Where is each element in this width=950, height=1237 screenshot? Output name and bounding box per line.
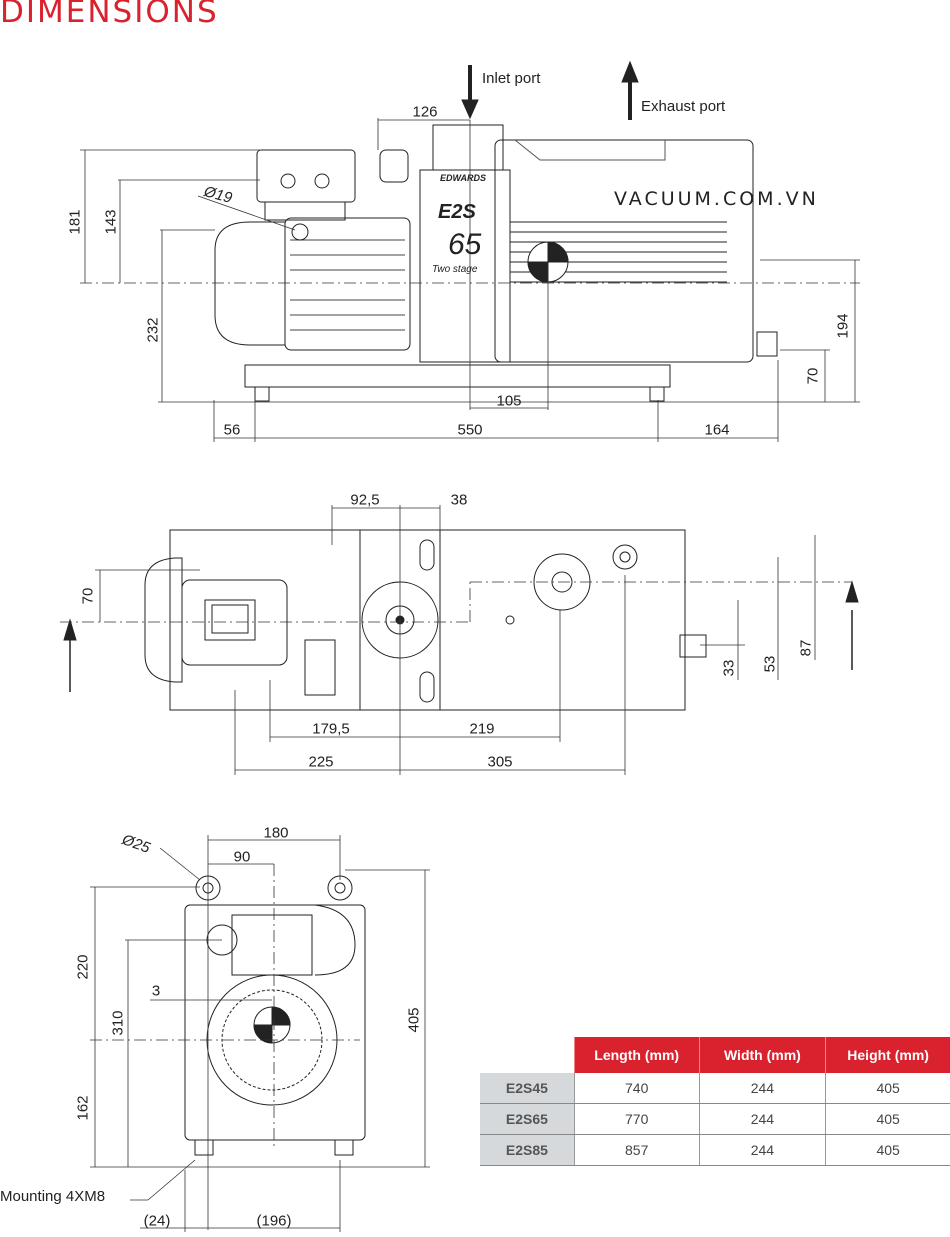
length-cell: 740 [573, 1073, 700, 1104]
top-view-dimension-lines [60, 505, 852, 775]
dim-56: 56 [223, 421, 241, 439]
dim-219: 219 [469, 720, 495, 738]
side-view-pump [214, 60, 778, 402]
model-cell: E2S85 [480, 1134, 575, 1166]
dim-550: 550 [457, 421, 483, 439]
exhaust-port-label: Exhaust port [641, 98, 726, 115]
dim-181: 181 [66, 209, 84, 235]
mounting-label: Mounting 4XM8 [0, 1188, 106, 1205]
width-cell: 244 [698, 1103, 826, 1135]
dim-105: 105 [496, 392, 522, 410]
header-length: Length (mm) [573, 1037, 700, 1073]
length-cell: 770 [573, 1103, 700, 1135]
top-view-pump [63, 529, 859, 711]
subtitle-logo: Two stage [432, 264, 478, 275]
dim-24: (24) [143, 1212, 171, 1230]
width-cell: 244 [698, 1134, 826, 1166]
dim-162: 162 [74, 1095, 92, 1121]
header-width: Width (mm) [698, 1037, 826, 1073]
dim-126: 126 [412, 103, 438, 121]
dim-33: 33 [720, 659, 738, 677]
size-logo: 65 [448, 228, 482, 261]
length-cell: 857 [573, 1134, 700, 1166]
dim-225: 225 [308, 753, 334, 771]
dim-53: 53 [761, 655, 779, 673]
side-view-dimension-lines [80, 118, 860, 442]
dim-220: 220 [74, 954, 92, 980]
dim-179-5: 179,5 [312, 720, 350, 738]
model-logo: E2S [438, 201, 476, 223]
page-title: DIMENSIONS [0, 0, 219, 30]
dim-196: (196) [256, 1212, 292, 1230]
watermark: VACUUM.COM.VN [614, 188, 819, 210]
dim-92-5: 92,5 [350, 491, 380, 509]
end-view-dimension-lines [90, 835, 430, 1232]
width-cell: 244 [698, 1073, 826, 1104]
model-cell: E2S45 [480, 1073, 575, 1104]
table-row: E2S85 857 244 405 [480, 1134, 950, 1166]
dim-164: 164 [704, 421, 730, 439]
dim-232: 232 [144, 317, 162, 343]
dim-3: 3 [151, 982, 161, 1000]
dim-70-top: 70 [79, 587, 97, 605]
dim-87: 87 [797, 639, 815, 657]
height-cell: 405 [825, 1073, 950, 1104]
table-row: E2S45 740 244 405 [480, 1073, 950, 1104]
dim-143: 143 [102, 209, 120, 235]
dim-194: 194 [834, 313, 852, 339]
table-row: E2S65 770 244 405 [480, 1103, 950, 1135]
dim-310: 310 [109, 1010, 127, 1036]
brand-logo: EDWARDS [440, 173, 487, 183]
dim-70: 70 [804, 367, 822, 385]
height-cell: 405 [825, 1134, 950, 1166]
end-view-pump [184, 875, 366, 1156]
table-header-row: Length (mm) Width (mm) Height (mm) [480, 1037, 950, 1073]
dim-90: 90 [233, 848, 251, 866]
dim-405: 405 [405, 1007, 423, 1033]
dimensions-table: Length (mm) Width (mm) Height (mm) E2S45… [480, 1037, 950, 1166]
inlet-port-label: Inlet port [482, 70, 541, 87]
dim-305: 305 [487, 753, 513, 771]
header-height: Height (mm) [825, 1037, 950, 1073]
dim-38: 38 [450, 491, 468, 509]
height-cell: 405 [825, 1103, 950, 1135]
model-cell: E2S65 [480, 1103, 575, 1135]
dim-180: 180 [263, 824, 289, 842]
